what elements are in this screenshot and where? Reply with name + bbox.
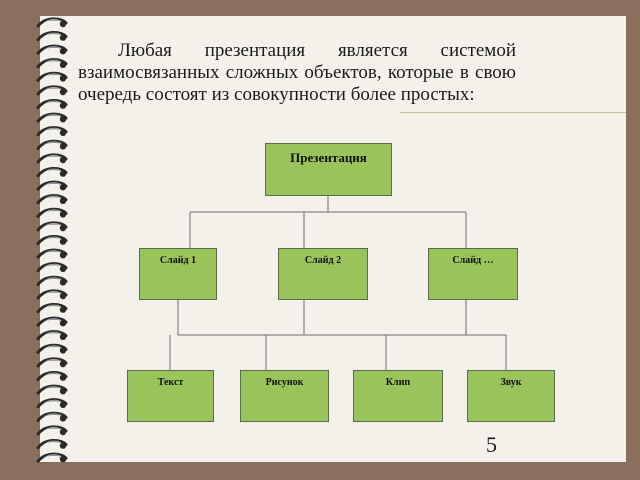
node-slide-2: Слайд 2 [278,248,368,300]
spiral-ring-highlight [43,291,63,296]
spiral-hole [59,197,67,204]
spiral-hole [59,102,67,109]
spiral-ring-highlight [43,100,63,105]
spiral-hole [59,252,67,259]
spiral-hole [59,292,67,300]
spiral-hole [59,401,67,408]
spiral-ring-highlight [43,413,63,418]
node-presentation-label: Презентация [290,150,367,165]
spiral-hole [59,129,67,136]
spiral-hole [59,238,67,245]
decorative-rule [400,112,626,113]
spiral-hole [59,143,67,150]
spiral-ring-highlight [43,277,63,282]
node-clip-label: Клип [385,377,411,388]
spiral-hole [59,75,67,82]
spiral-ring-highlight [43,182,63,187]
spiral-hole [59,333,67,340]
spiral-ring-highlight [43,46,63,51]
node-slide-1-label: Слайд 1 [159,255,197,266]
intro-paragraph: Любая презентация является системой взаи… [78,40,516,105]
spiral-ring-highlight [43,386,63,391]
spiral-hole [59,442,67,449]
node-text: Текст [127,370,214,422]
spiral-ring-highlight [43,372,63,377]
spiral-ring-highlight [43,209,63,214]
spiral-hole [59,320,67,327]
spiral-ring-highlight [43,155,63,160]
spiral-ring-highlight [43,454,63,459]
spiral-hole [59,415,67,422]
spiral-hole [59,224,67,232]
spiral-ring-highlight [43,168,63,173]
spiral-hole [59,61,67,68]
node-sound-label: Звук [500,377,522,388]
spiral-ring-highlight [43,87,63,92]
spiral-ring-highlight [43,236,63,241]
spiral-ring-highlight [43,141,63,146]
node-picture-label: Рисунок [265,377,304,388]
spiral-hole [59,388,67,395]
spiral-hole [59,360,67,368]
node-sound: Звук [467,370,555,422]
spiral-hole [59,170,67,177]
spiral-ring-highlight [43,345,63,350]
spiral-hole [59,116,67,123]
spiral-ring-highlight [43,114,63,119]
spiral-ring-highlight [43,223,63,228]
node-presentation: Презентация [265,143,392,196]
spiral-hole [59,265,67,272]
spiral-hole [59,306,67,313]
node-slide-more: Слайд … [428,248,518,300]
spiral-hole [59,184,67,191]
spiral-ring-highlight [43,318,63,323]
spiral-ring-highlight [43,19,63,24]
spiral-hole [59,374,67,381]
spiral-ring-highlight [43,331,63,337]
spiral-hole [59,156,67,164]
spiral-hole [59,456,67,463]
slide-number: 5 [486,432,497,457]
spiral-hole [59,34,67,41]
node-slide-more-label: Слайд … [452,255,494,266]
spiral-ring-highlight [43,427,63,432]
spiral-binding [36,17,68,463]
spiral-hole [59,279,67,286]
spiral-ring-highlight [43,59,63,65]
spiral-ring-highlight [43,304,63,309]
spiral-ring-highlight [43,195,63,201]
node-slide-1: Слайд 1 [139,248,217,300]
spiral-ring-highlight [43,127,63,133]
node-clip: Клип [353,370,443,422]
spiral-hole [59,347,67,354]
spiral-ring-highlight [43,440,63,445]
spiral-hole [59,428,67,436]
spiral-hole [59,88,67,96]
spiral-ring-highlight [43,263,63,269]
spiral-hole [59,20,67,28]
node-picture: Рисунок [240,370,329,422]
spiral-hole [59,211,67,218]
spiral-hole [59,48,67,55]
spiral-ring-highlight [43,359,63,364]
spiral-ring-highlight [43,73,63,78]
spiral-ring-highlight [43,32,63,37]
spiral-ring-highlight [43,250,63,255]
node-slide-2-label: Слайд 2 [304,255,342,266]
node-text-label: Текст [157,377,184,388]
spiral-ring-highlight [43,399,63,405]
